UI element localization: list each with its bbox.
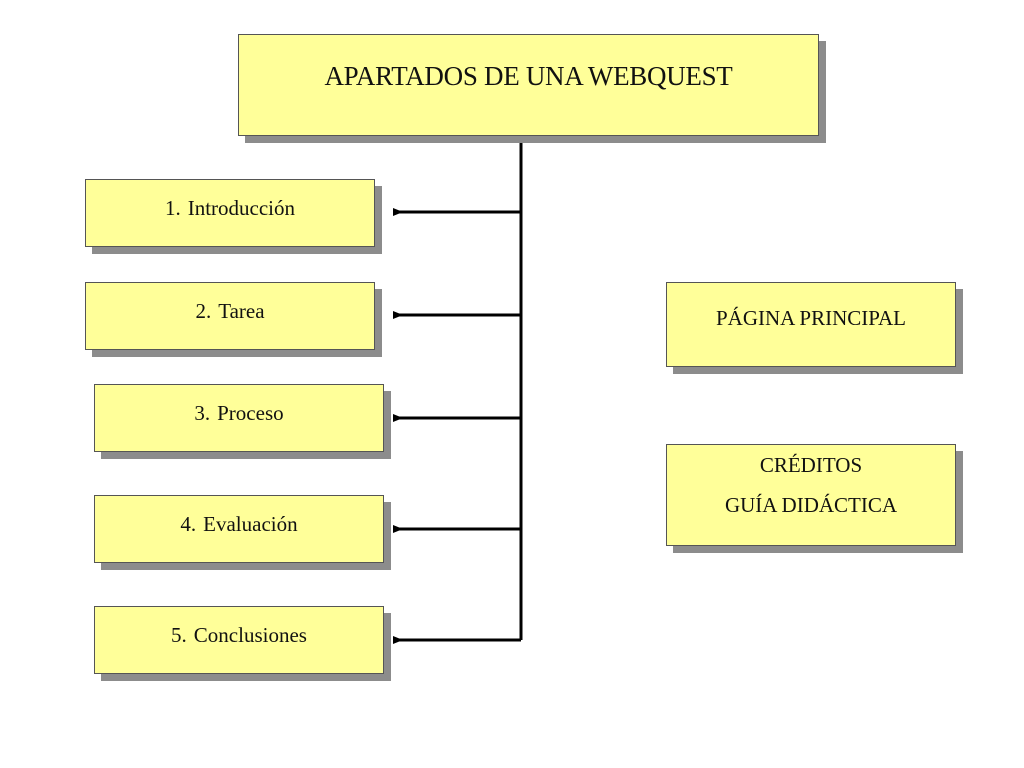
main-page-label: PÁGINA PRINCIPAL (715, 305, 906, 330)
section-box-conclusiones: 5.Conclusiones (94, 606, 384, 674)
section-number: 5. (171, 623, 187, 647)
section-number: 1. (164, 196, 181, 220)
section-name: Conclusiones (193, 623, 307, 647)
section-box-introduccion: 1.Introducción (85, 179, 375, 247)
section-number: 2. (195, 299, 212, 323)
section-name: Evaluación (203, 512, 298, 536)
section-name: Tarea (218, 299, 265, 323)
section-name: Introducción (187, 196, 296, 220)
section-label: 1.Introducción (165, 196, 295, 221)
guide-label: GUÍA DIDÁCTICA (724, 493, 898, 517)
section-number: 4. (180, 512, 197, 536)
credits-label: CRÉDITOS (759, 453, 863, 477)
section-number: 3. (194, 401, 211, 425)
section-label: 2.Tarea (195, 299, 264, 324)
section-name: Proceso (217, 401, 284, 425)
section-box-tarea: 2.Tarea (85, 282, 375, 350)
title-box: APARTADOS DE UNA WEBQUEST (238, 34, 819, 136)
section-box-evaluacion: 4.Evaluación (94, 495, 384, 563)
main-page-box: PÁGINA PRINCIPAL (666, 282, 956, 367)
section-label: 3.Proceso (194, 401, 283, 426)
credits-guide-box: CRÉDITOS GUÍA DIDÁCTICA (666, 444, 956, 546)
section-label: 4.Evaluación (180, 512, 297, 537)
section-box-proceso: 3.Proceso (94, 384, 384, 452)
title-text: APARTADOS DE UNA WEBQUEST (324, 60, 733, 91)
section-label: 5.Conclusiones (171, 623, 307, 648)
